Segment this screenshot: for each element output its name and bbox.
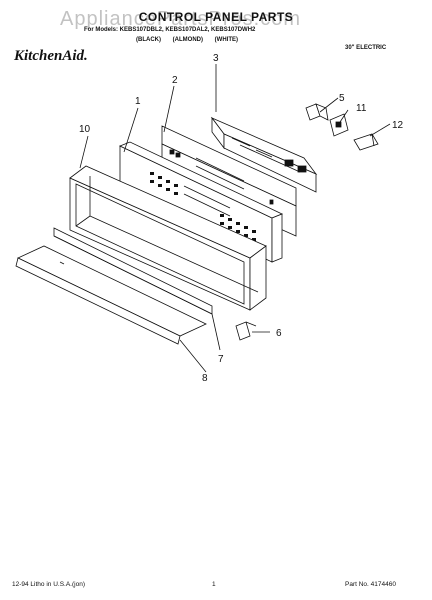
callout-8: 8 xyxy=(202,373,208,384)
callout-11: 11 xyxy=(356,103,367,114)
part-frame xyxy=(69,165,267,311)
part-control-board xyxy=(210,116,318,193)
part-switch-11 xyxy=(329,113,349,137)
callout-7: 7 xyxy=(218,354,224,365)
color-list: (BLACK) (ALMOND) (WHITE) xyxy=(136,37,238,43)
callout-6: 6 xyxy=(276,328,282,339)
watermark: AppliancePartsPros.com xyxy=(60,8,301,30)
brand-logo: KitchenAid. xyxy=(14,48,88,64)
footer-litho: 12-94 Litho in U.S.A.(jon) xyxy=(12,581,85,588)
part-bracket-5 xyxy=(305,103,329,121)
footer-part-number: Part No. 4174460 xyxy=(345,581,396,588)
callout-2: 2 xyxy=(172,75,178,86)
leader-lines xyxy=(79,64,391,373)
callout-5: 5 xyxy=(339,93,345,104)
callout-1: 1 xyxy=(135,96,141,107)
callout-10: 10 xyxy=(79,124,91,135)
callout-3: 3 xyxy=(213,53,219,64)
model-list: For Models: KEBS107DBL2, KEBS107DAL2, KE… xyxy=(84,27,256,33)
part-clip-12 xyxy=(353,133,379,151)
product-spec: 30" ELECTRIC xyxy=(345,45,387,51)
part-bottom-panel xyxy=(15,245,207,345)
page-title: CONTROL PANEL PARTS xyxy=(138,10,294,24)
callout-12: 12 xyxy=(392,120,404,131)
footer-page-number: 1 xyxy=(212,581,216,588)
part-bracket-6 xyxy=(235,321,257,341)
